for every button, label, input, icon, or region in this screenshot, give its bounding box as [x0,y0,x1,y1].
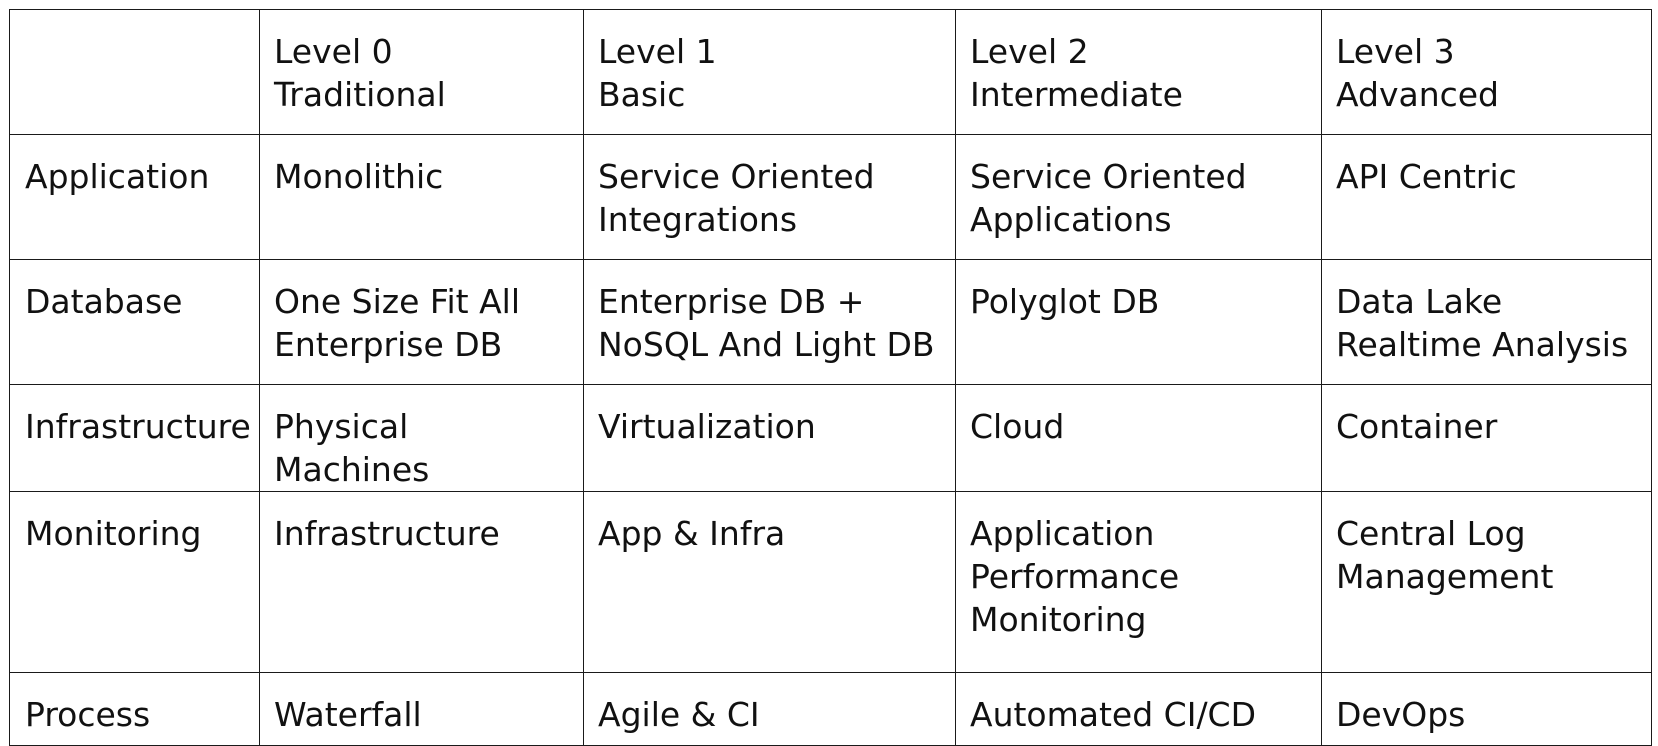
table-row: Infrastructure Physical Machines Virtual… [9,384,1652,492]
table-cell: Container [1321,384,1652,492]
row-header-database: Database [9,259,260,385]
row-header-application: Application [9,134,260,260]
header-corner-cell [9,9,260,135]
row-header-infrastructure: Infrastructure [9,384,260,492]
table-cell: Automated CI/CD [955,672,1322,746]
table-cell: Data Lake Realtime Analysis [1321,259,1652,385]
table-cell: Waterfall [259,672,584,746]
header-level-2: Level 2 Intermediate [955,9,1322,135]
table-cell: Central Log Management [1321,491,1652,673]
table-cell: One Size Fit All Enterprise DB [259,259,584,385]
table-cell: Agile & CI [583,672,956,746]
table-cell: App & Infra [583,491,956,673]
row-header-monitoring: Monitoring [9,491,260,673]
table-cell: Virtualization [583,384,956,492]
table-cell: Service Oriented Applications [955,134,1322,260]
table-cell: Infrastructure [259,491,584,673]
table-cell: Monolithic [259,134,584,260]
table-cell: Polyglot DB [955,259,1322,385]
table-row: Process Waterfall Agile & CI Automated C… [9,672,1652,746]
table-cell: Physical Machines [259,384,584,492]
header-level-3: Level 3 Advanced [1321,9,1652,135]
table-header-row: Level 0 Traditional Level 1 Basic Level … [9,9,1652,135]
table-cell: Application Performance Monitoring [955,491,1322,673]
table-row: Database One Size Fit All Enterprise DB … [9,259,1652,385]
table-row: Application Monolithic Service Oriented … [9,134,1652,260]
header-level-1: Level 1 Basic [583,9,956,135]
table-cell: DevOps [1321,672,1652,746]
table-cell: API Centric [1321,134,1652,260]
row-header-process: Process [9,672,260,746]
table-cell: Cloud [955,384,1322,492]
table-row: Monitoring Infrastructure App & Infra Ap… [9,491,1652,673]
table-cell: Enterprise DB + NoSQL And Light DB [583,259,956,385]
table-cell: Service Oriented Integrations [583,134,956,260]
maturity-model-table: Level 0 Traditional Level 1 Basic Level … [9,9,1652,746]
header-level-0: Level 0 Traditional [259,9,584,135]
